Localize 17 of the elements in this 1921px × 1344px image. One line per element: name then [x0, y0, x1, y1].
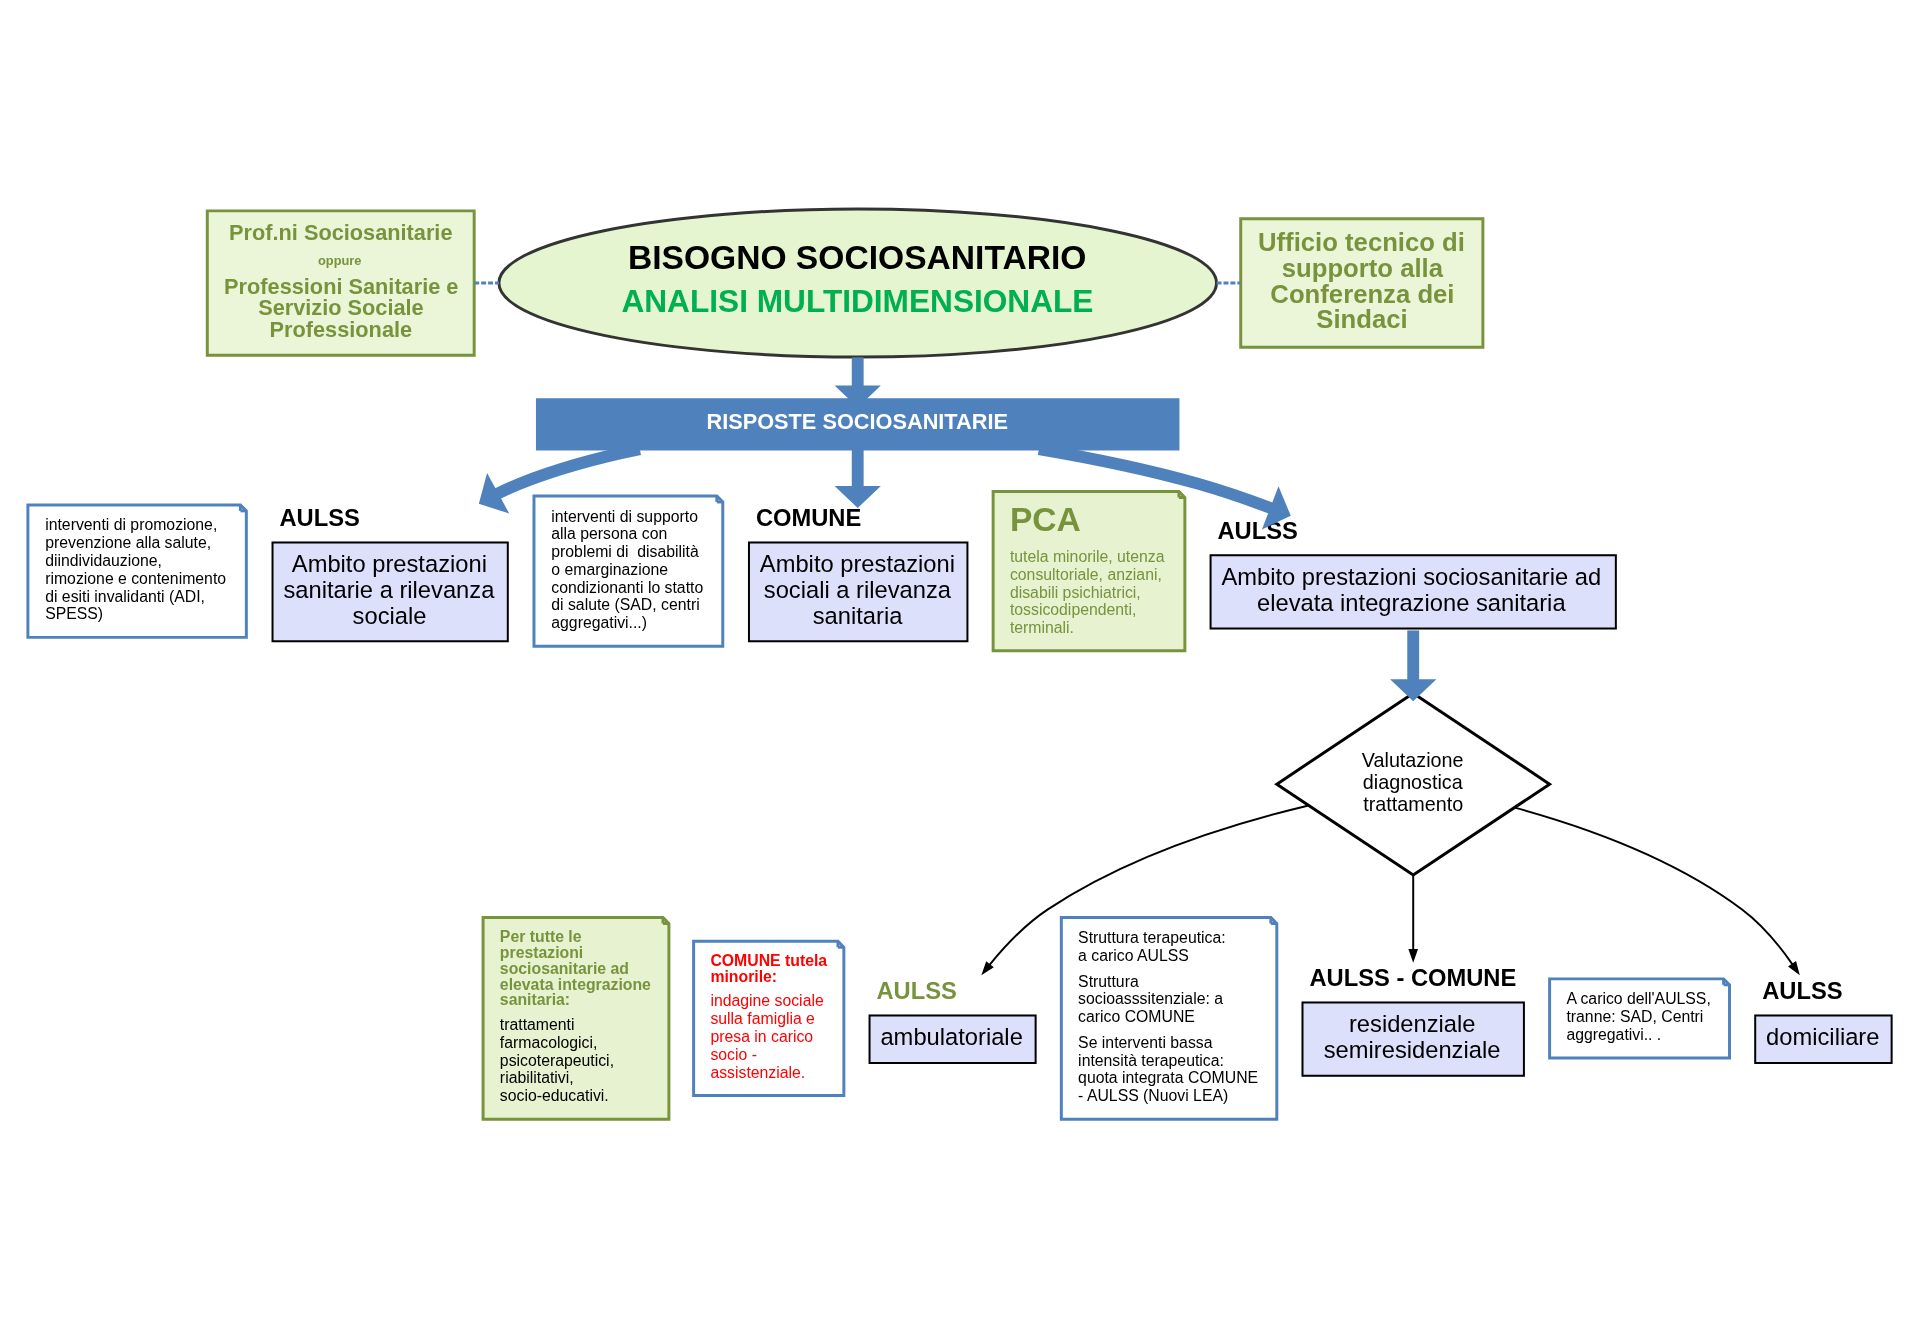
connector [474, 281, 499, 285]
node-label: AULSS [279, 504, 360, 531]
node-box: Ufficio tecnico di supporto alla Conferenza dei Sindaci [1239, 217, 1485, 349]
arrow [1513, 806, 1800, 976]
node-label: AULSS [1217, 517, 1298, 544]
arrow [834, 449, 881, 509]
arrow [981, 804, 1310, 976]
node-label: AULSS [1762, 977, 1843, 1004]
node-label: AULSS - COMUNE [1309, 964, 1517, 991]
node-label: COMUNE [755, 504, 862, 531]
node-label: AULSS [876, 977, 957, 1004]
arrow [1390, 630, 1437, 702]
node-ellipse: BISOGNO SOCIOSANITARIO ANALISI MULTIDIMENSIONALE [497, 207, 1218, 359]
node-box: Prof.ni Sociosanitarie oppure Professioni Sanitarie e Servizio Sociale Professionale [205, 209, 476, 357]
node-box: RISPOSTE SOCIOSANITARIE [535, 398, 1180, 451]
connector [1216, 281, 1241, 285]
arrow [1408, 874, 1419, 963]
